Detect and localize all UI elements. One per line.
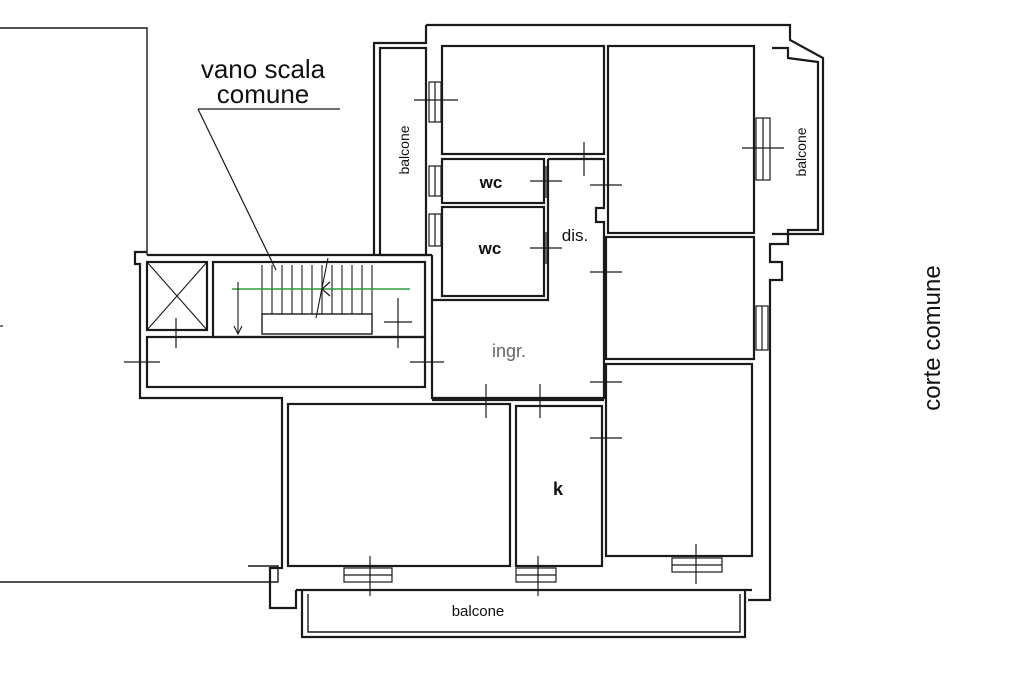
door-ticks [124,99,784,596]
room-label-kitchen: k [553,479,564,499]
neighbour-outline [0,27,279,583]
windows [343,81,771,583]
stairwell-label-line1: vano scala [201,54,326,84]
courtyard-label: corte comune [919,265,946,410]
right-balcony-label: balcone [793,127,809,176]
stairwell-leader [197,108,340,271]
interior-walls [286,44,756,568]
room-label-disimpegno: dis. [562,226,588,245]
bottom-balcony-label: balcone [452,603,505,620]
stairwell-label-line2: comune [217,79,310,109]
left-balcony [378,46,428,257]
left-balcony-label: balcone [396,125,412,174]
right-balcony [772,46,820,236]
bottom-balcony [296,588,752,639]
stairwell [145,257,427,389]
room-label-wc-upper: wc [479,173,503,192]
room-label-ingresso: ingr. [492,341,526,361]
room-label-wc-lower: wc [478,239,502,258]
